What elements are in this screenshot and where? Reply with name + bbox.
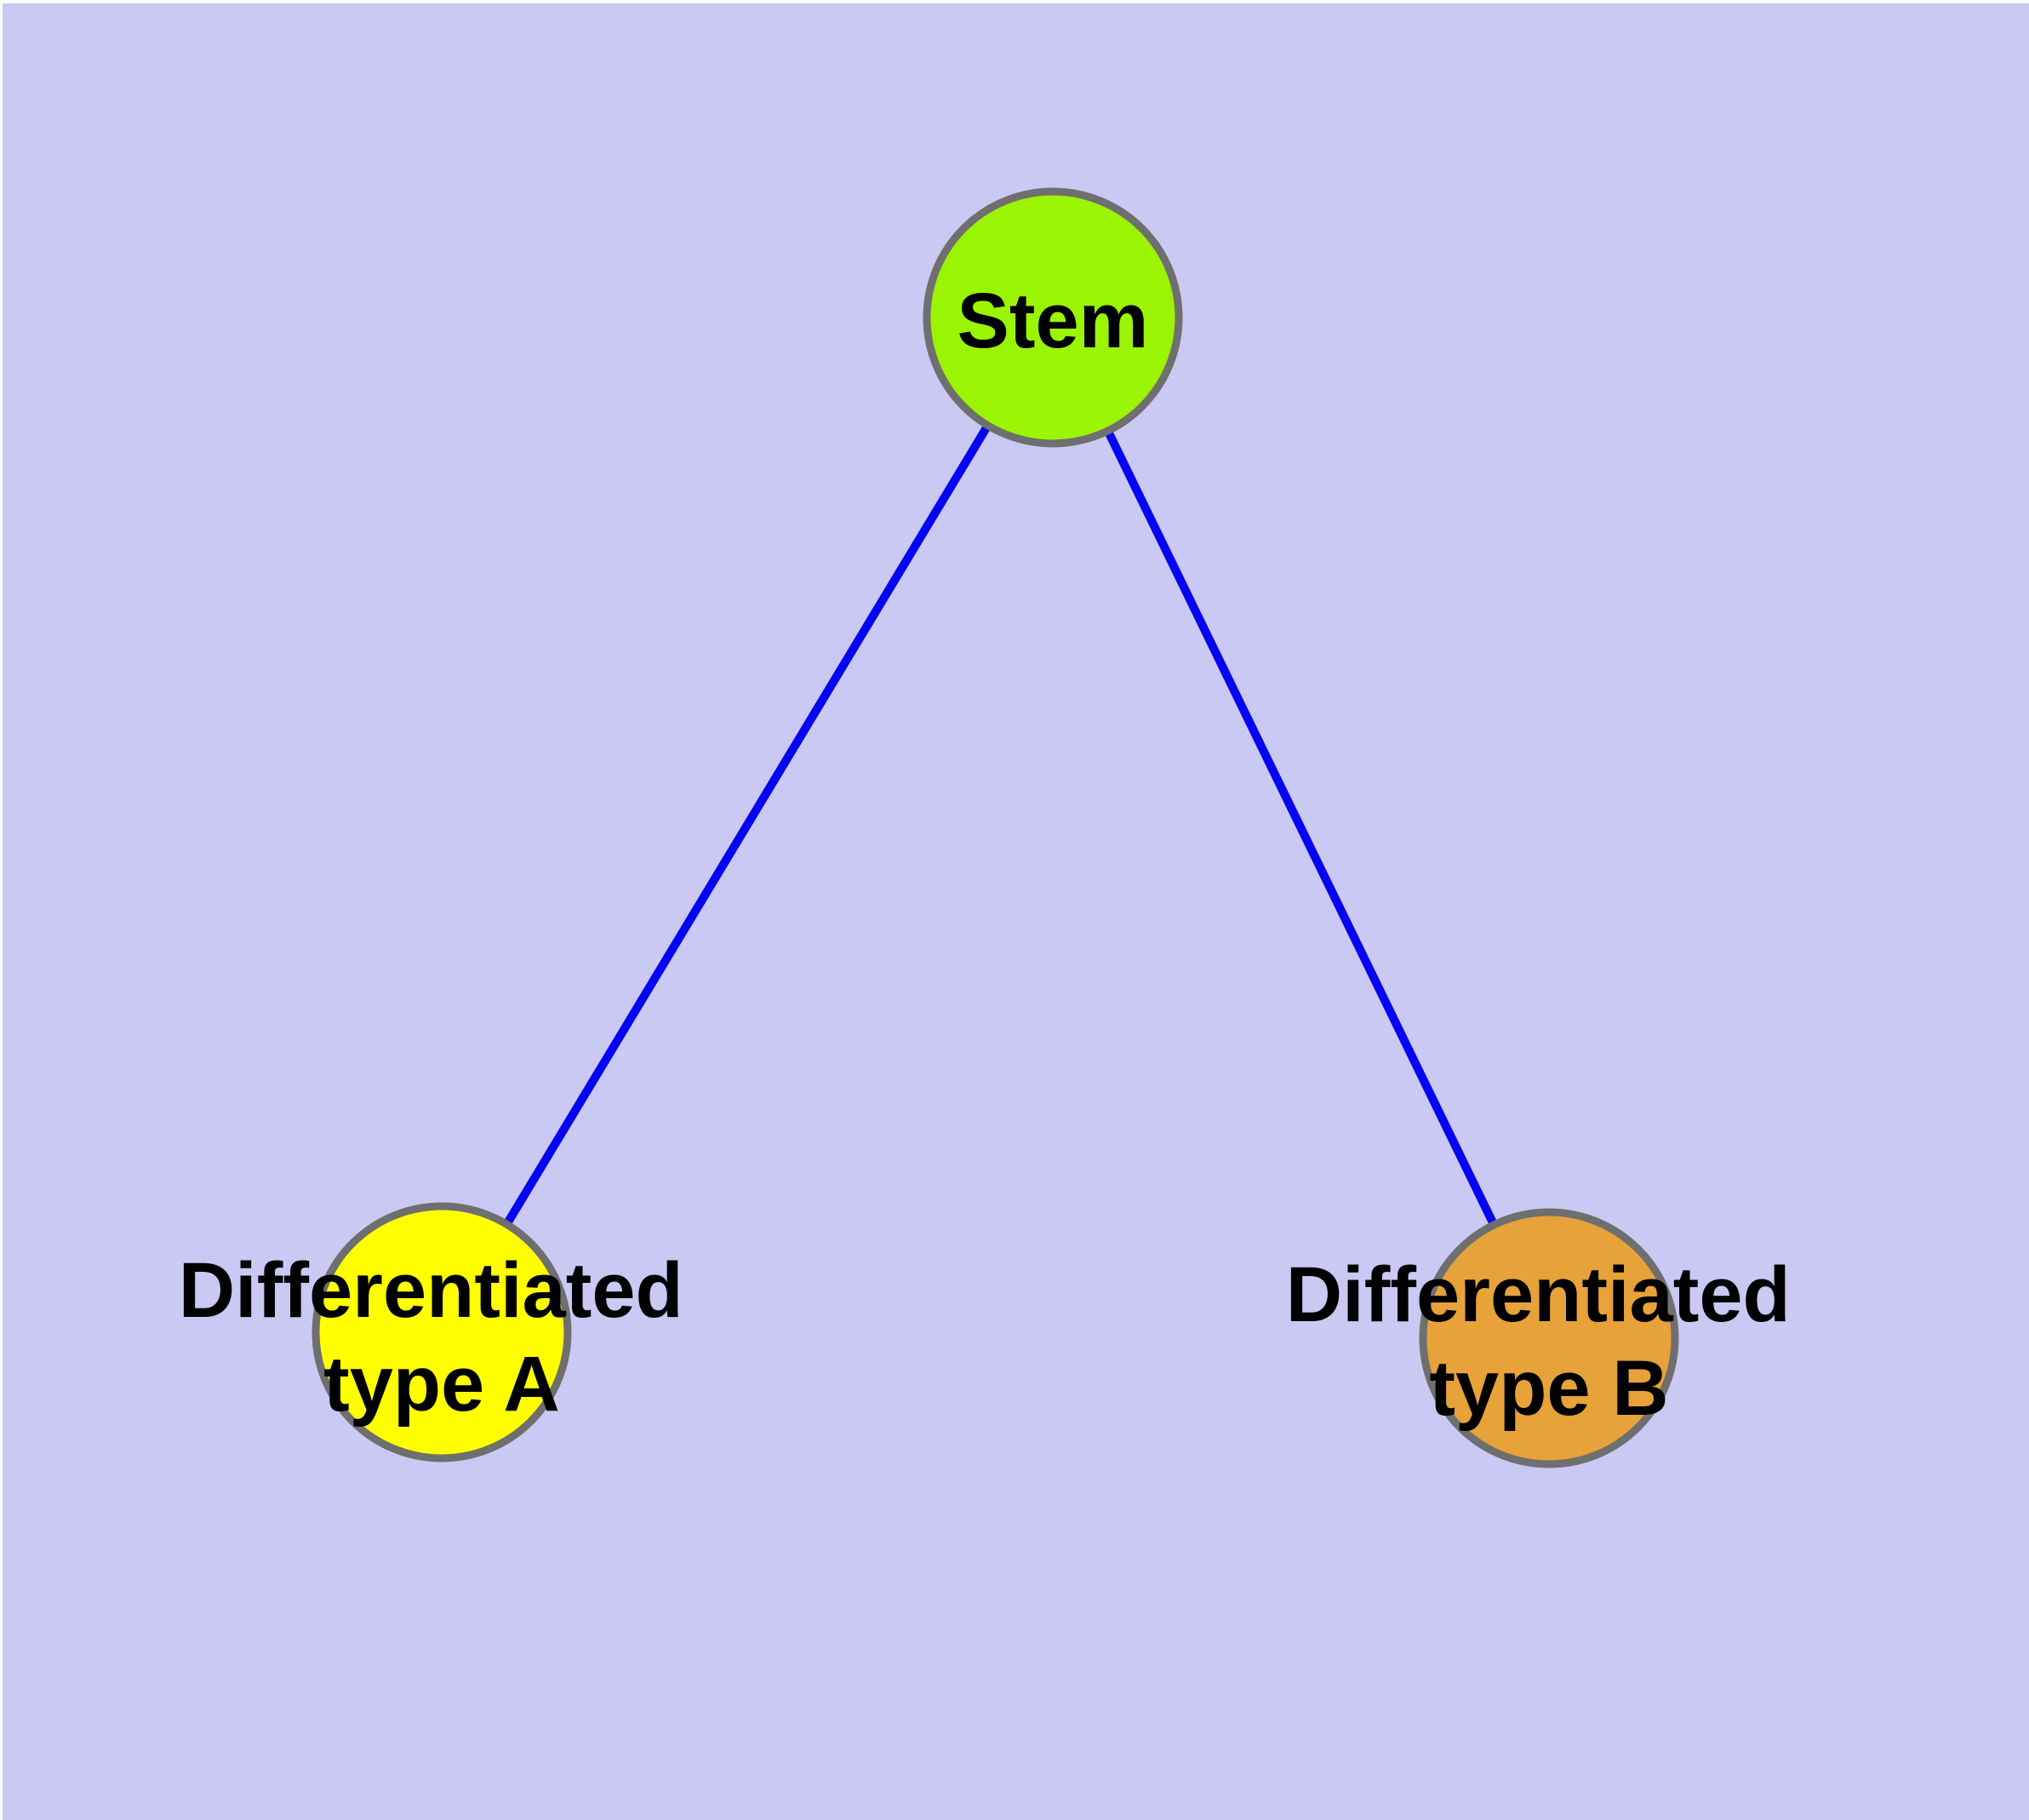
node-label-differentiated-type-b-line-1: Differentiated [1286,1251,1791,1338]
node-label-differentiated-type-a-line-1: Differentiated [179,1247,683,1334]
node-differentiated-type-a [311,1202,572,1462]
node-label-differentiated-type-a-line-2: type A [323,1341,560,1428]
node-label-stem: Stem [957,278,1149,364]
edge-stem-to-type-a [437,313,1057,1336]
node-label-differentiated-type-b: Differentiated type B [1286,1251,1813,1432]
top-margin-strip [0,0,2029,3]
node-layer [311,187,1679,1468]
node-label-differentiated-type-a: Differentiated type A [179,1247,706,1428]
node-stem [923,187,1183,448]
node-label-differentiated-type-b-line-2: type B [1429,1345,1668,1432]
edge-layer [437,313,1553,1342]
node-differentiated-type-b [1419,1208,1679,1468]
left-margin-strip [0,0,3,1820]
label-layer: Stem Differentiated type A Differentiate… [179,278,1813,1432]
edge-stem-to-type-b [1049,313,1553,1342]
